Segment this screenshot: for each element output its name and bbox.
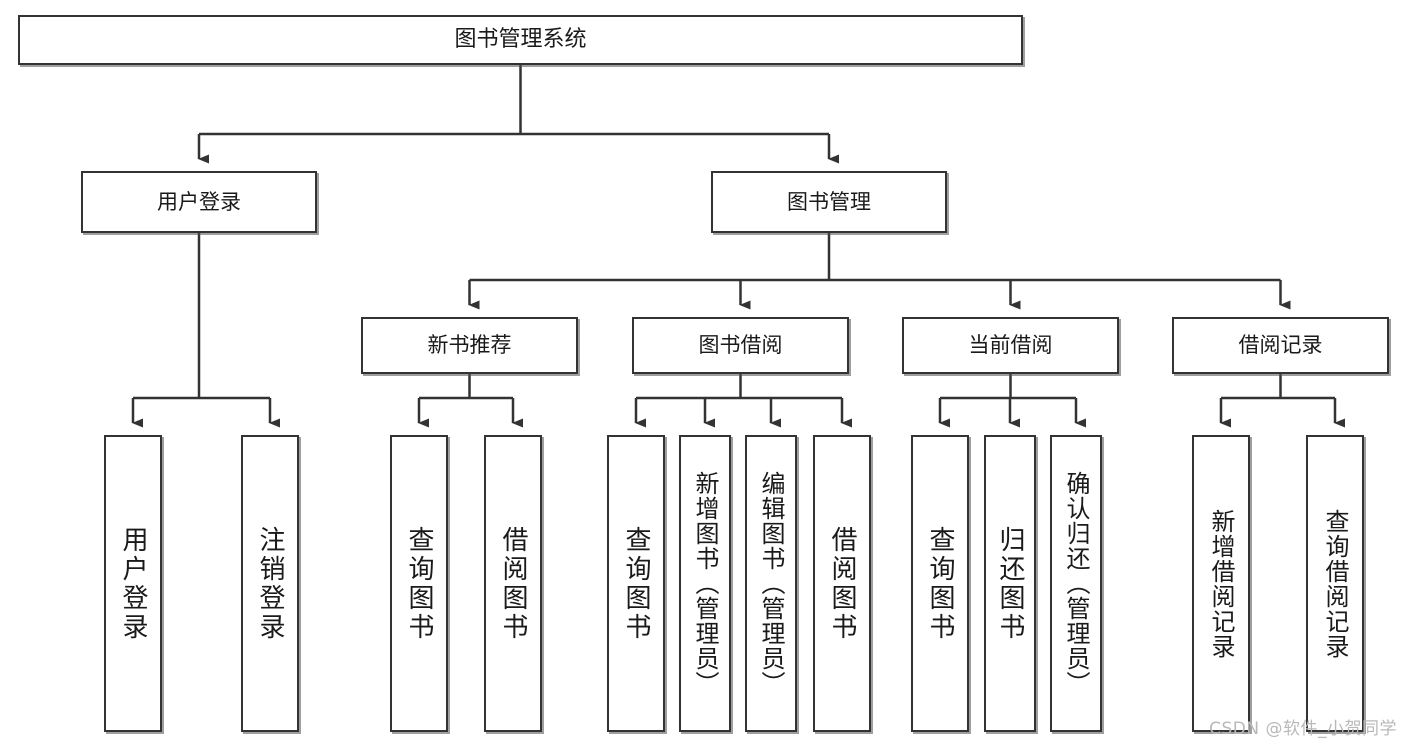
node-label: 图书管理系统 — [454, 27, 587, 53]
node-new-book-rec[interactable]: 新书推荐 — [361, 317, 578, 374]
node-leaf-bb-add-book[interactable]: 新增图书（管理员） — [679, 435, 731, 732]
node-leaf-rec-query-book[interactable]: 查询图书 — [390, 435, 448, 732]
node-label: 归还图书 — [995, 525, 1025, 642]
node-book-mgmt[interactable]: 图书管理 — [711, 171, 947, 233]
node-leaf-rec-borrow-book[interactable]: 借阅图书 — [484, 435, 542, 732]
node-leaf-br-add-record[interactable]: 新增借阅记录 — [1192, 435, 1250, 732]
node-label: 查询图书 — [621, 525, 651, 642]
node-label: 新书推荐 — [427, 333, 512, 358]
node-current-borrow[interactable]: 当前借阅 — [902, 317, 1119, 374]
node-borrow-record[interactable]: 借阅记录 — [1172, 317, 1389, 374]
node-label: 编辑图书（管理员） — [757, 471, 785, 696]
node-label: 图书管理 — [787, 189, 871, 214]
node-leaf-bb-query-book[interactable]: 查询图书 — [607, 435, 665, 732]
node-leaf-cb-confirm-return[interactable]: 确认归还（管理员） — [1050, 435, 1102, 732]
node-leaf-bb-borrow-book[interactable]: 借阅图书 — [813, 435, 871, 732]
node-leaf-user-logout[interactable]: 注销登录 — [241, 435, 299, 732]
node-label: 查询图书 — [404, 525, 434, 642]
node-label: 借阅图书 — [827, 525, 857, 642]
node-label: 新增图书（管理员） — [691, 471, 719, 696]
node-label: 新增借阅记录 — [1207, 508, 1235, 659]
node-label: 当前借阅 — [968, 333, 1053, 358]
node-label: 注销登录 — [255, 525, 285, 642]
node-leaf-cb-return-book[interactable]: 归还图书 — [984, 435, 1036, 732]
node-leaf-bb-edit-book[interactable]: 编辑图书（管理员） — [745, 435, 797, 732]
node-leaf-cb-query-book[interactable]: 查询图书 — [911, 435, 969, 732]
node-leaf-user-login[interactable]: 用户登录 — [104, 435, 162, 732]
node-label: 查询图书 — [925, 525, 955, 642]
watermark: CSDN @软件_小贺同学 — [1209, 719, 1397, 739]
node-label: 查询借阅记录 — [1321, 508, 1349, 659]
node-user-login[interactable]: 用户登录 — [81, 171, 317, 233]
node-label: 借阅记录 — [1238, 333, 1323, 358]
node-label: 用户登录 — [118, 525, 148, 642]
node-book-borrow[interactable]: 图书借阅 — [632, 317, 849, 374]
node-label: 借阅图书 — [498, 525, 528, 642]
node-label: 确认归还（管理员） — [1062, 471, 1090, 696]
node-label: 图书借阅 — [698, 333, 783, 358]
node-label: 用户登录 — [157, 189, 241, 214]
node-leaf-br-query-record[interactable]: 查询借阅记录 — [1306, 435, 1364, 732]
node-root[interactable]: 图书管理系统 — [18, 15, 1023, 65]
